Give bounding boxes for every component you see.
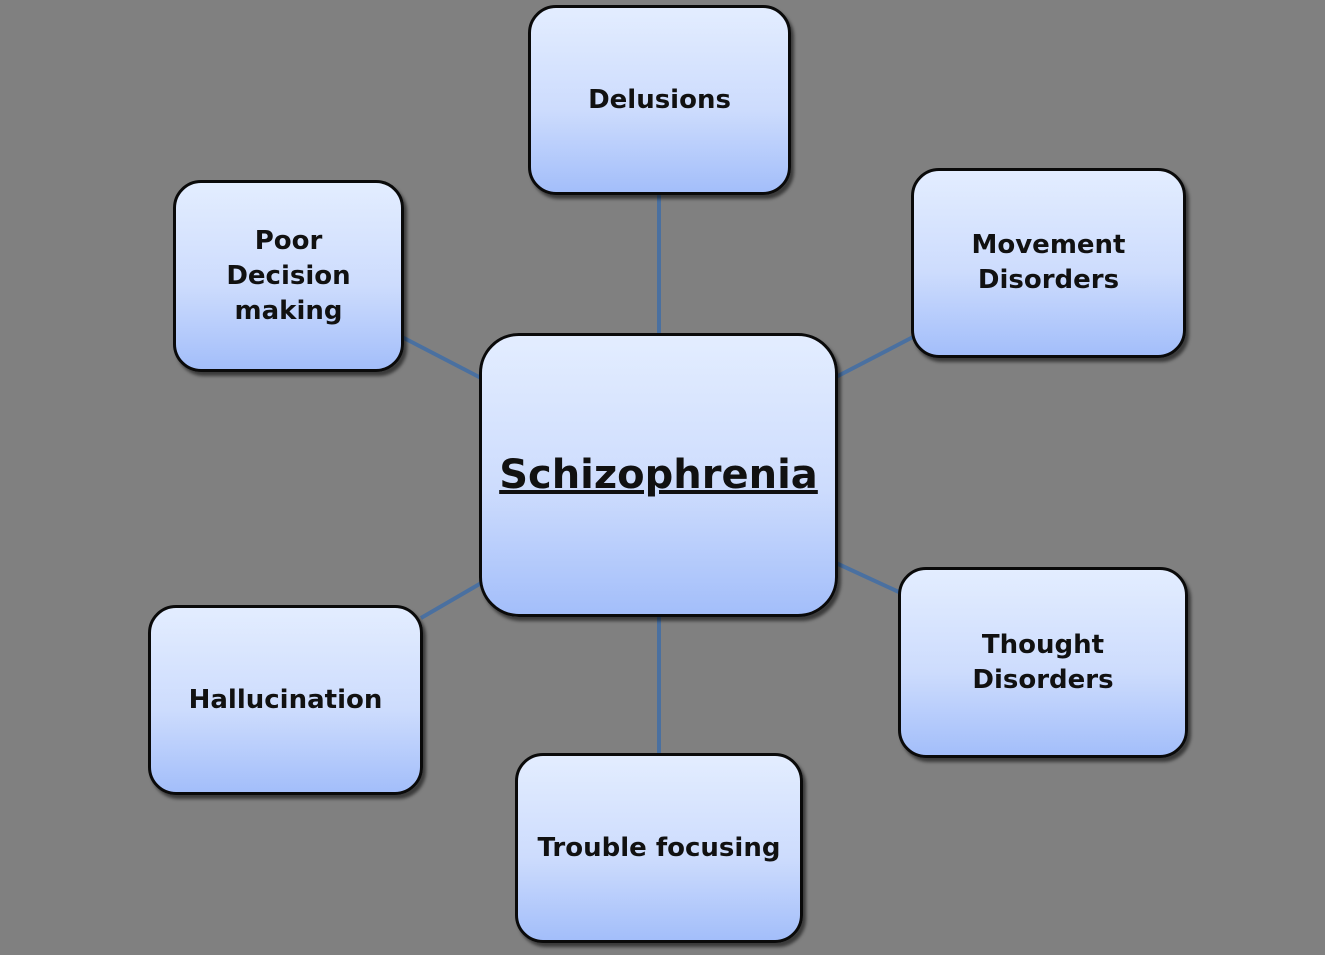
node-label: Poor Decision making [226, 225, 351, 326]
node-movement-disorders: Movement Disorders [911, 168, 1186, 358]
node-label: Trouble focusing [537, 832, 781, 863]
node-label: Thought Disorders [972, 629, 1114, 695]
node-label: Hallucination [188, 684, 383, 715]
connector-hallucination [419, 580, 485, 620]
node-delusions: Delusions [528, 5, 791, 195]
node-schizophrenia: Schizophrenia [479, 333, 838, 617]
connector-thought [835, 561, 902, 595]
node-trouble-focusing: Trouble focusing [515, 753, 803, 943]
node-thought-disorders: Thought Disorders [898, 567, 1188, 758]
node-label: Delusions [588, 84, 731, 115]
node-poor-decision: Poor Decision making [173, 180, 404, 372]
connector-poor-decision [401, 335, 482, 380]
node-label: Movement Disorders [971, 230, 1126, 295]
node-hallucination: Hallucination [148, 605, 423, 795]
connector-movement [835, 335, 914, 379]
center-label: Schizophrenia [499, 451, 818, 498]
